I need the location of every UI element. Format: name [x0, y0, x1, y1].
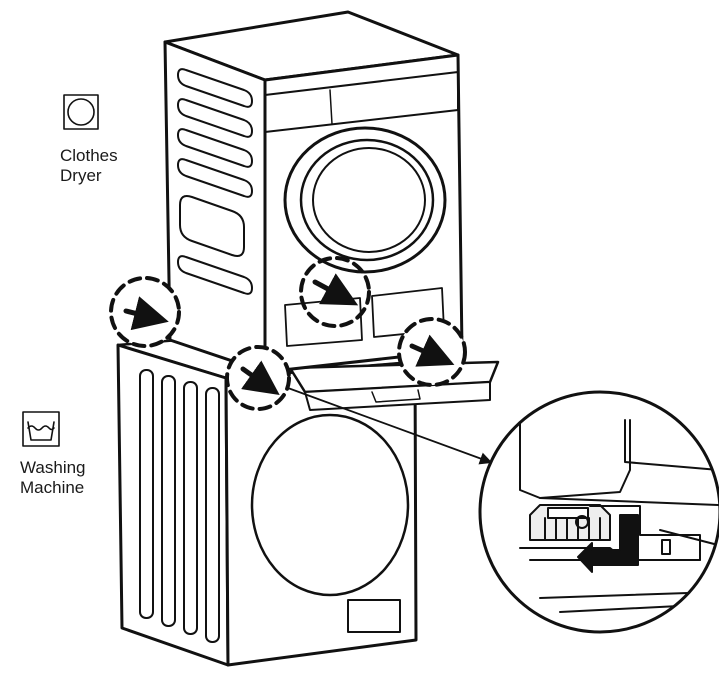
dryer-door-ring [299, 138, 435, 262]
zoom-detail [478, 390, 719, 634]
clothes-dryer [163, 10, 464, 374]
stacking-kit-shelf [288, 360, 500, 411]
marker-rear-left [109, 276, 181, 348]
clothes-dryer-label-line1: Clothes [60, 146, 118, 165]
washing-machine-label: Washing Machine [20, 458, 86, 498]
washing-machine [116, 328, 418, 667]
washer-side-ribs [139, 369, 220, 643]
washing-machine-label-line2: Machine [20, 478, 85, 497]
washer-door [250, 413, 410, 597]
clothes-dryer-label-line2: Dryer [60, 166, 102, 185]
clothes-dryer-label: Clothes Dryer [60, 146, 118, 186]
marker-front-center [299, 256, 371, 328]
dryer-door-glass [312, 147, 426, 253]
dryer-control-panel [264, 71, 459, 133]
wash-tub-symbol-icon [22, 411, 60, 447]
zoom-leader-arrow [287, 387, 493, 465]
dryer-door-outer [283, 126, 447, 274]
dryer-side-vents [177, 68, 253, 295]
marker-front-left [225, 345, 291, 411]
washing-machine-label-line1: Washing [20, 458, 86, 477]
tumble-dry-symbol-icon [63, 94, 99, 130]
washer-service-panel [347, 599, 401, 633]
marker-front-right [397, 317, 467, 387]
washer-side [116, 343, 230, 667]
highlight-markers [109, 256, 467, 411]
